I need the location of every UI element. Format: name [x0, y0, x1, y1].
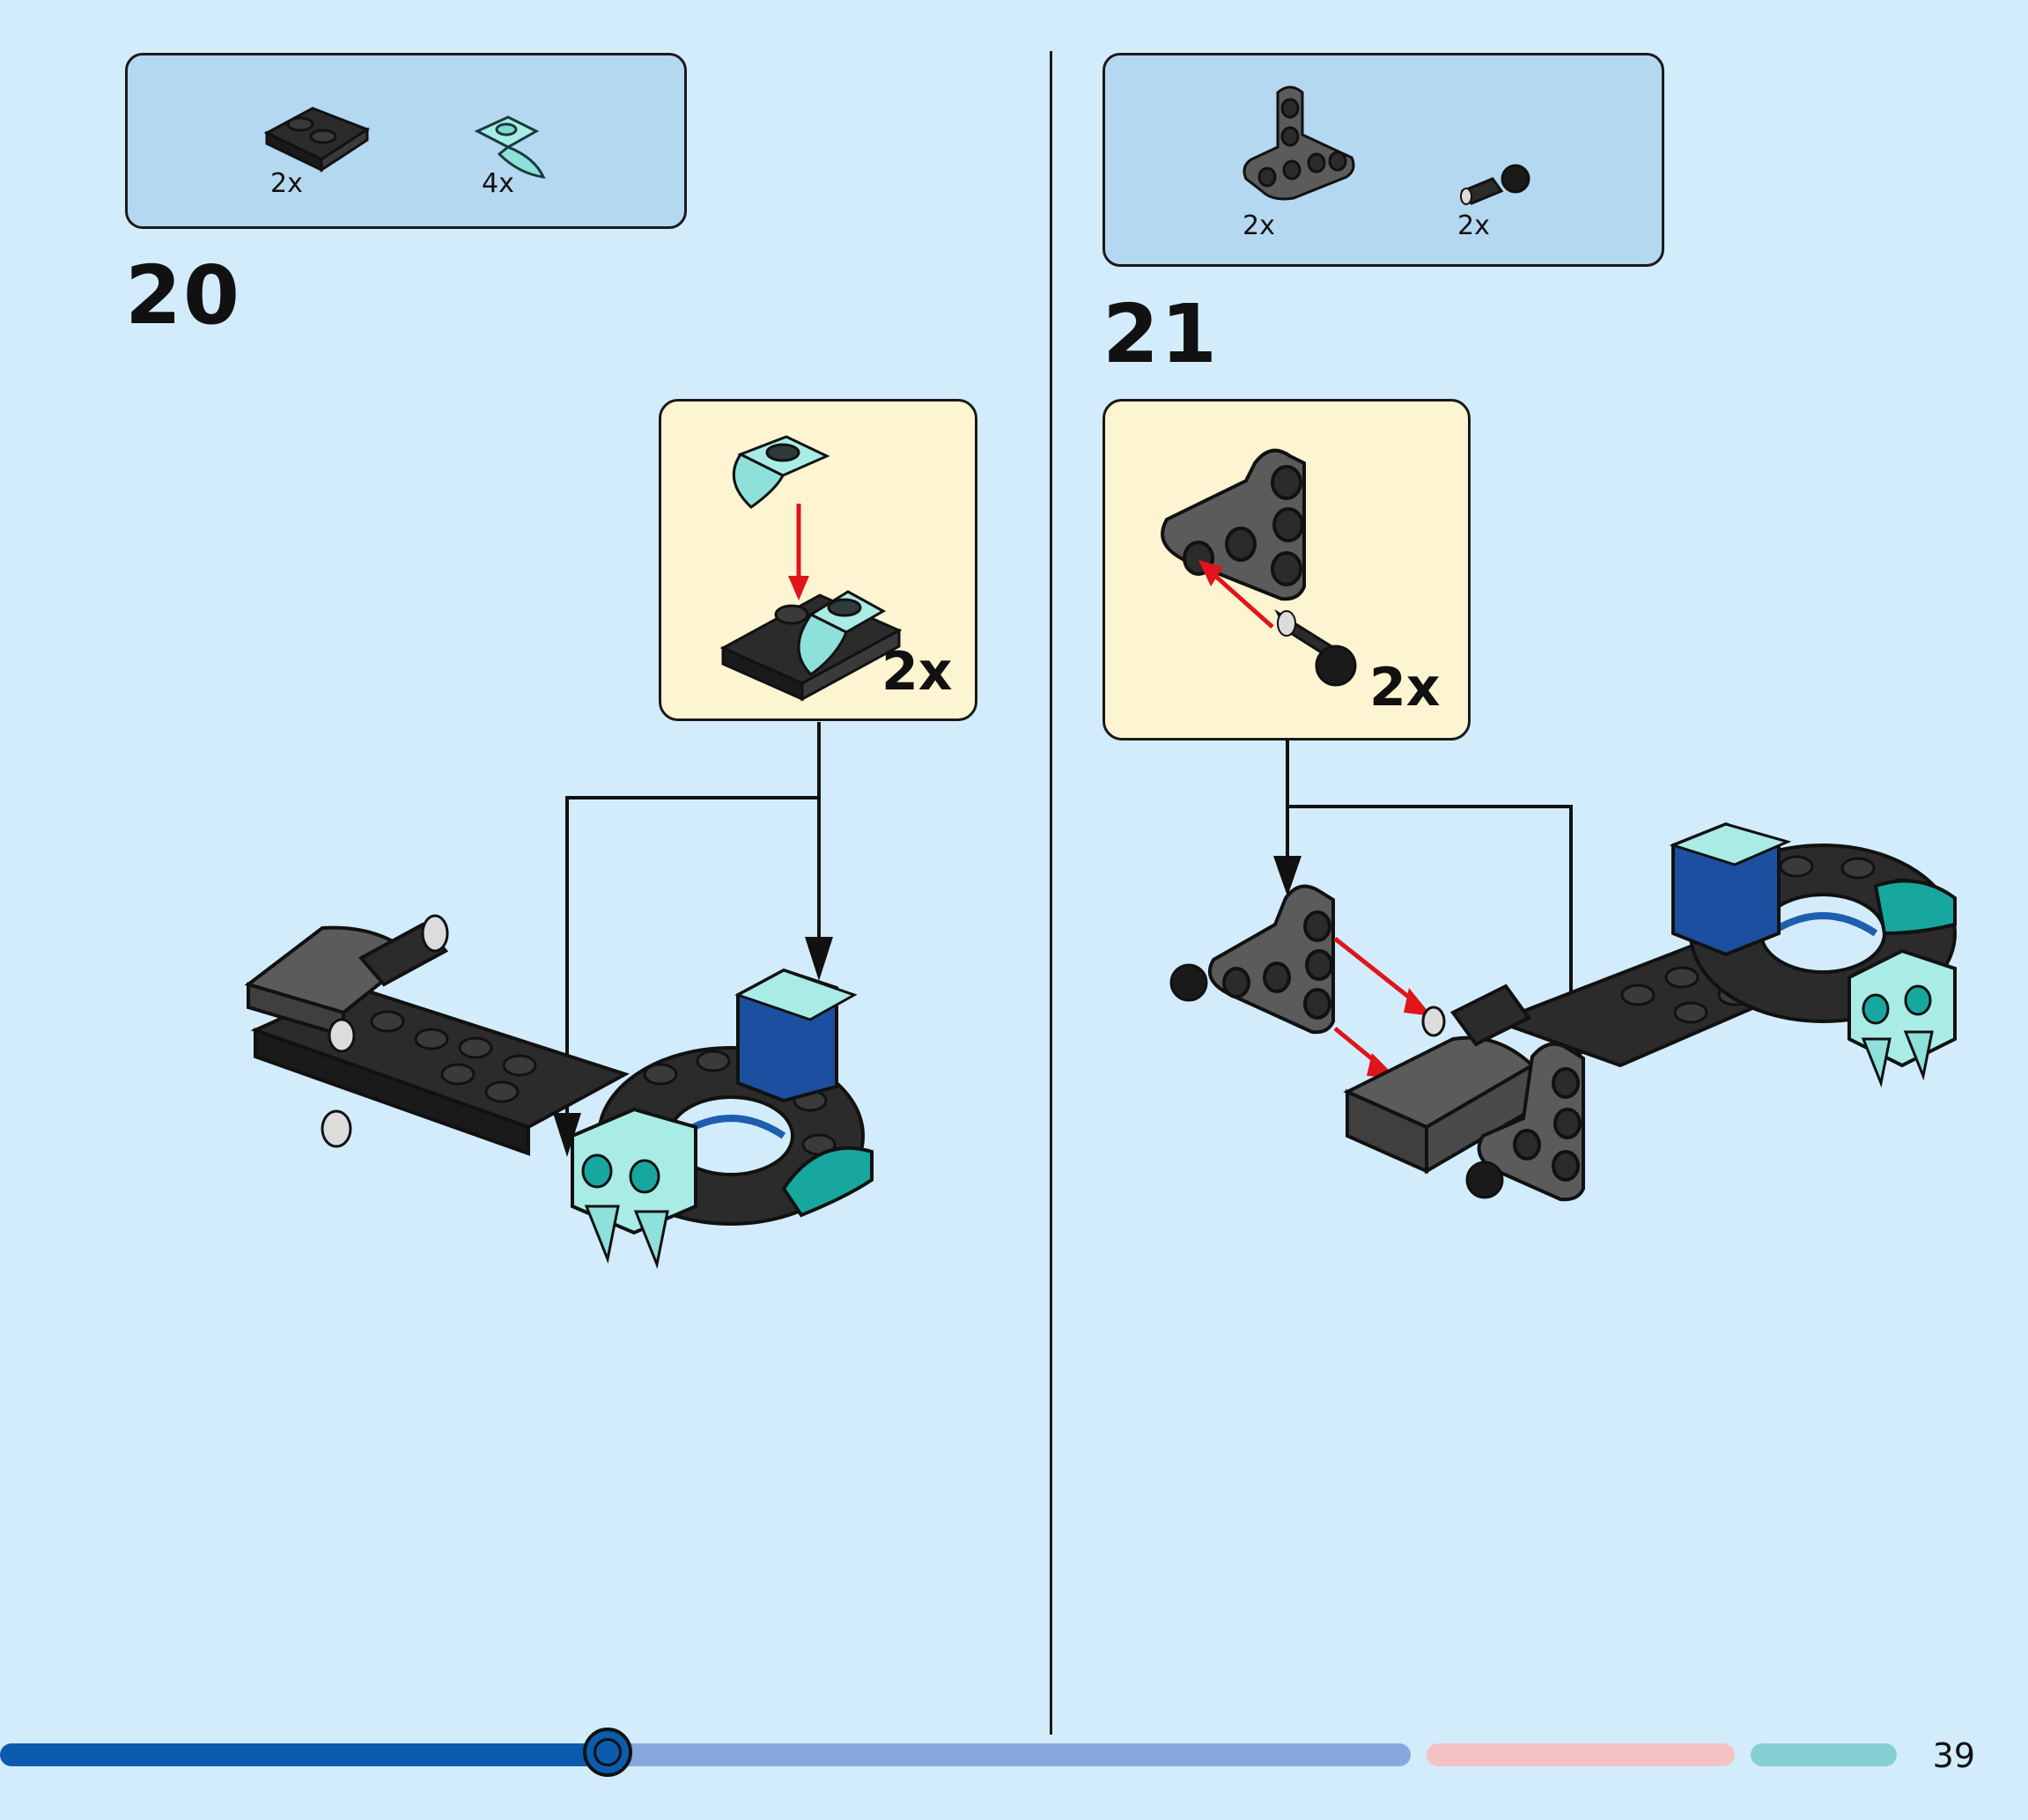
progress-segment-teal: [1751, 1743, 1897, 1766]
page-number: 39: [1932, 1736, 1975, 1775]
progress-marker: [583, 1728, 632, 1777]
t-beam-icon: [1243, 85, 1355, 201]
sub-assembly-callout: 2x: [659, 399, 977, 721]
step-divider: [1050, 51, 1052, 1735]
part-qty: 2x: [1457, 210, 1490, 241]
part-qty: 2x: [270, 168, 303, 199]
trans-curved-slope-icon: [474, 115, 546, 179]
step-21-model: [1169, 822, 1957, 1202]
callout-illustration: [719, 435, 903, 702]
parts-list-step-21: 2x 2x: [1102, 53, 1664, 267]
progress-remaining: [608, 1743, 1411, 1766]
sub-assembly-callout: 2x: [1102, 399, 1471, 741]
step-20-connector-lines: [553, 722, 833, 1157]
part-qty: 4x: [482, 168, 514, 199]
part-qty: 2x: [1243, 210, 1275, 241]
callout-qty: 2x: [1369, 657, 1441, 718]
ball-pin-icon: [1460, 164, 1530, 205]
step-20-model: [244, 914, 874, 1270]
callout-qty: 2x: [881, 641, 953, 703]
black-plate-icon: [263, 107, 371, 173]
step-number: 20: [125, 248, 242, 343]
step-number: 21: [1102, 287, 1220, 381]
parts-list-step-20: 2x 4x: [125, 53, 687, 229]
callout-illustration: [1161, 448, 1357, 687]
progress-segment-pink: [1427, 1743, 1735, 1766]
progress-done: [0, 1743, 616, 1766]
